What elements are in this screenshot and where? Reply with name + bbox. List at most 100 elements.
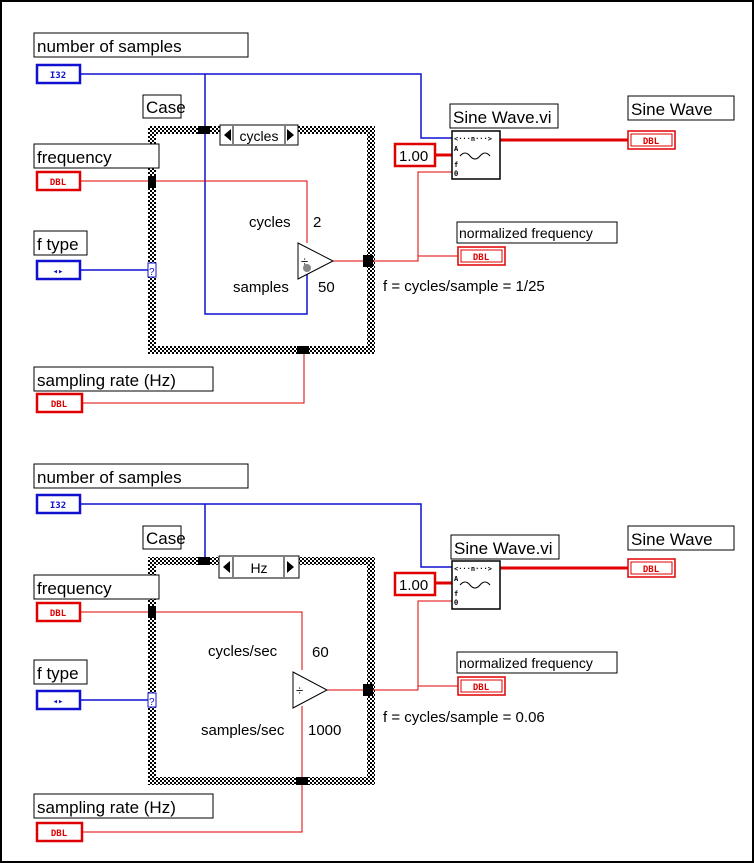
- constant-value: 1.00: [399, 577, 428, 594]
- formula-text: f = cycles/sample = 0.06: [383, 709, 545, 726]
- label-sine-wave: Sine Wave: [631, 530, 713, 549]
- numerator-label: cycles/sec: [208, 643, 278, 660]
- case-label-box: [142, 94, 182, 119]
- case-selector-value: cycles: [240, 128, 279, 144]
- tunnel-output: [363, 684, 373, 696]
- label-box-frequency: [33, 143, 160, 169]
- label-sampling-rate: sampling rate (Hz): [37, 371, 176, 390]
- wire-samples-in-case: [204, 74, 308, 315]
- terminal-normalized-frequency[interactable]: [457, 676, 506, 696]
- sine-wave-icon: [459, 581, 491, 589]
- case-selector-decrement-icon[interactable]: [224, 129, 231, 141]
- wire-sampling-rate: [82, 349, 305, 404]
- label-sine-wave-vi: Sine Wave.vi: [454, 539, 553, 558]
- label-normalized-frequency: normalized frequency: [459, 225, 593, 241]
- terminal-frequency[interactable]: [35, 601, 82, 623]
- case-selector-increment-icon[interactable]: [287, 561, 294, 573]
- label-box-normalized-frequency: [456, 221, 618, 244]
- constant-value: 1.00: [399, 148, 428, 165]
- label-number-of-samples: number of samples: [37, 468, 182, 487]
- wire-normalized-to-vi: [371, 600, 452, 691]
- tunnel-sampling-rate: [297, 346, 309, 354]
- label-box-f-type: [33, 230, 88, 256]
- tunnel-ftype-mark: ?: [149, 267, 155, 278]
- case-selector-decrement-icon[interactable]: [223, 561, 230, 573]
- terminal-sine-wave-type: DBL: [643, 565, 660, 575]
- svg-text:<···n···>: <···n···>: [454, 565, 492, 573]
- label-box-f-type: [33, 659, 88, 685]
- terminal-number-of-samples-type: I32: [50, 501, 66, 511]
- formula-text: f = cycles/sample = 1/25: [383, 278, 545, 295]
- terminal-number-of-samples[interactable]: [35, 493, 82, 515]
- svg-text:A: A: [454, 575, 459, 583]
- divide-symbol: ÷: [301, 254, 308, 269]
- label-frequency: frequency: [37, 579, 112, 598]
- svg-text:f: f: [454, 590, 458, 598]
- terminal-f-type[interactable]: [35, 689, 82, 711]
- tunnel-ftype: [147, 692, 157, 708]
- label-sine-wave-vi: Sine Wave.vi: [453, 108, 552, 127]
- denominator-label: samples: [233, 279, 289, 296]
- constant-box[interactable]: [393, 571, 437, 597]
- label-number-of-samples: number of samples: [37, 37, 182, 56]
- terminal-sine-wave[interactable]: [627, 558, 676, 578]
- wire-number-of-samples: [80, 503, 452, 568]
- terminal-sampling-rate[interactable]: [35, 392, 84, 414]
- terminal-sine-wave[interactable]: [627, 130, 676, 150]
- tunnel-ftype-mark: ?: [149, 697, 155, 708]
- svg-text:<···n···>: <···n···>: [454, 135, 492, 143]
- wire-normalized-to-vi: [371, 171, 452, 262]
- label-box-sine-wave-vi: [450, 534, 560, 560]
- tunnel-output: [363, 255, 373, 267]
- label-box-sampling-rate: [33, 366, 214, 392]
- terminal-sampling-rate-type: DBL: [51, 400, 68, 410]
- case-selector-increment-icon[interactable]: [287, 129, 294, 141]
- case-selector-value: Hz: [250, 560, 267, 576]
- denominator-label: samples/sec: [201, 722, 285, 739]
- terminal-frequency-type: DBL: [50, 178, 67, 188]
- label-box-sine-wave: [627, 95, 735, 121]
- tunnel-samples-top: [198, 126, 210, 134]
- terminal-frequency[interactable]: [35, 170, 82, 192]
- terminal-number-of-samples-type: I32: [50, 71, 66, 81]
- divide-node[interactable]: [292, 671, 329, 709]
- tunnel-samples-top: [198, 557, 210, 565]
- terminal-normalized-frequency[interactable]: [457, 246, 506, 266]
- label-sampling-rate: sampling rate (Hz): [37, 798, 176, 817]
- tunnel-sampling-rate: [296, 777, 308, 785]
- svg-text:A: A: [454, 145, 459, 153]
- wire-normalized-to-indicator: [417, 255, 458, 261]
- label-box-sine-wave-vi: [449, 103, 559, 129]
- bottom-diagram: ? Hz Case ÷ cycles/sec 60 samples/sec 10…: [33, 463, 735, 843]
- sine-wave-vi-icon[interactable]: [451, 130, 501, 180]
- denominator-value: 1000: [308, 722, 341, 739]
- label-box-sine-wave: [627, 525, 735, 551]
- terminal-sampling-rate[interactable]: [35, 821, 84, 843]
- wire-sampling-rate: [82, 706, 303, 833]
- numerator-value: 2: [313, 214, 321, 231]
- terminal-sine-wave-type: DBL: [643, 137, 660, 147]
- wire-normalized-to-indicator: [417, 685, 458, 690]
- numerator-label: cycles: [249, 214, 291, 231]
- sine-wave-icon: [459, 152, 491, 160]
- terminal-normalized-frequency-type: DBL: [473, 253, 490, 263]
- terminal-f-type[interactable]: [35, 259, 82, 281]
- label-normalized-frequency: normalized frequency: [459, 655, 593, 671]
- svg-text:f: f: [454, 161, 458, 169]
- top-diagram: ? cycles Case ÷ cycles 2 samples 50 numb…: [33, 32, 735, 414]
- label-box-normalized-frequency: [456, 651, 618, 674]
- constant-box[interactable]: [393, 142, 437, 168]
- label-f-type: f type: [37, 664, 79, 683]
- coercion-dot: [303, 264, 311, 272]
- label-f-type: f type: [37, 235, 79, 254]
- case-selector-box[interactable]: [219, 124, 299, 146]
- case-label: Case: [146, 98, 186, 117]
- svg-text:θ: θ: [454, 170, 458, 178]
- case-selector-box[interactable]: [218, 555, 300, 579]
- label-box-number-of-samples: [33, 463, 249, 489]
- terminal-number-of-samples[interactable]: [35, 63, 82, 85]
- numerator-value: 60: [312, 644, 329, 661]
- label-sine-wave: Sine Wave: [631, 100, 713, 119]
- tunnel-frequency: [148, 176, 156, 188]
